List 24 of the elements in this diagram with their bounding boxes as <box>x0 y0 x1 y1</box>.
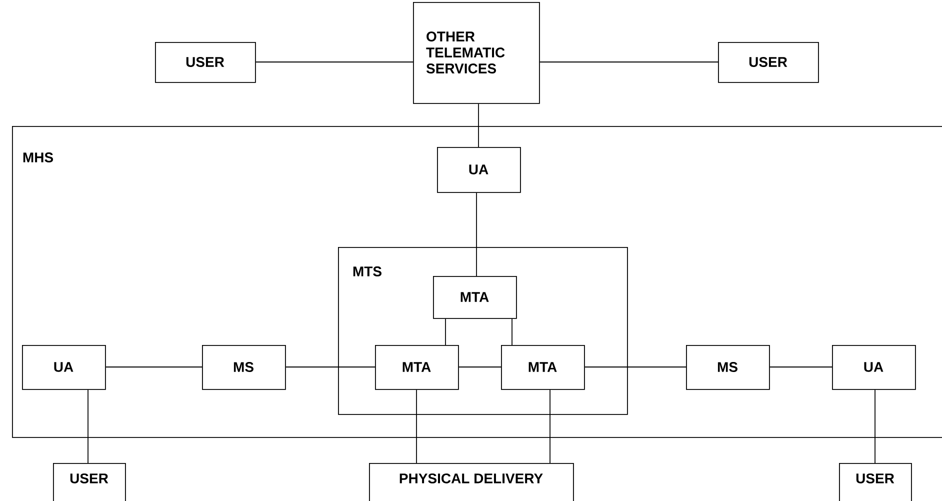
process-box: UA <box>22 345 106 390</box>
process-box: MTA <box>501 345 585 390</box>
connector-line <box>105 366 202 368</box>
process-box: MTA <box>433 276 517 319</box>
process-box: USER <box>155 42 256 83</box>
process-box: USER <box>53 463 126 501</box>
process-box: OTHER TELEMATIC SERVICES <box>413 2 540 104</box>
connector-line <box>584 366 686 368</box>
process-box: USER <box>718 42 819 83</box>
connector-line <box>285 366 376 368</box>
process-box: PHYSICAL DELIVERY <box>369 463 574 501</box>
connector-line <box>476 192 477 276</box>
connector-line <box>445 318 446 346</box>
connector-line <box>769 366 832 368</box>
process-box: USER <box>839 463 912 501</box>
process-box: UA <box>832 345 916 390</box>
process-box: UA <box>437 147 521 193</box>
process-box: MTA <box>375 345 459 390</box>
connector-line <box>478 103 479 148</box>
connector-line <box>458 366 502 368</box>
process-box: MS <box>202 345 286 390</box>
connector-line <box>874 389 876 464</box>
connector-line <box>416 389 417 464</box>
process-box: MS <box>686 345 770 390</box>
